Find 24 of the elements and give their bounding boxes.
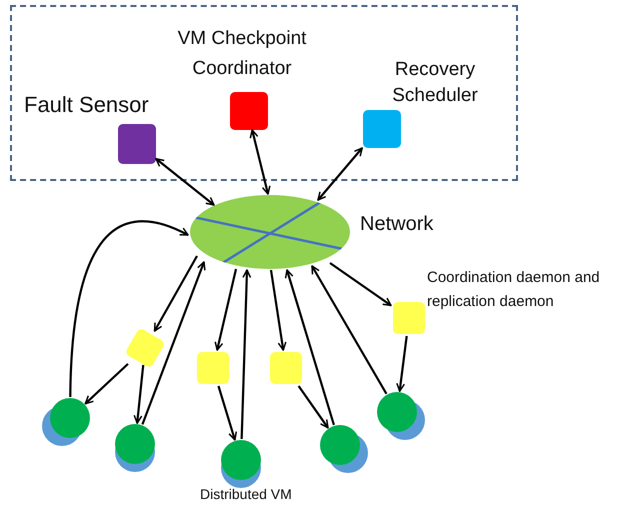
arrow [284,269,335,426]
arrow [155,158,215,206]
arrow [154,255,198,332]
arrow [270,270,287,351]
caption-text: Distributed VM [200,485,293,504]
caption-text: Coordination daemon and replication daemon [427,268,601,312]
node-label: Network [360,212,434,237]
arrow [141,261,206,425]
node-label: Recovery Scheduler [391,58,479,108]
node-label: VM Checkpoint Coordinator [176,27,308,81]
arrow [84,363,129,404]
arrow [217,386,238,441]
arrow [133,364,144,424]
node-label: Fault Sensor [24,94,150,116]
arrow [329,262,392,306]
arrow [214,268,238,351]
arrow [69,220,189,398]
arrow [396,336,408,392]
arrow [317,147,363,201]
arrow [298,385,329,429]
arrow [311,265,388,394]
arrow [250,129,271,195]
arrow [240,269,252,440]
dashed-group-frame [10,5,518,181]
